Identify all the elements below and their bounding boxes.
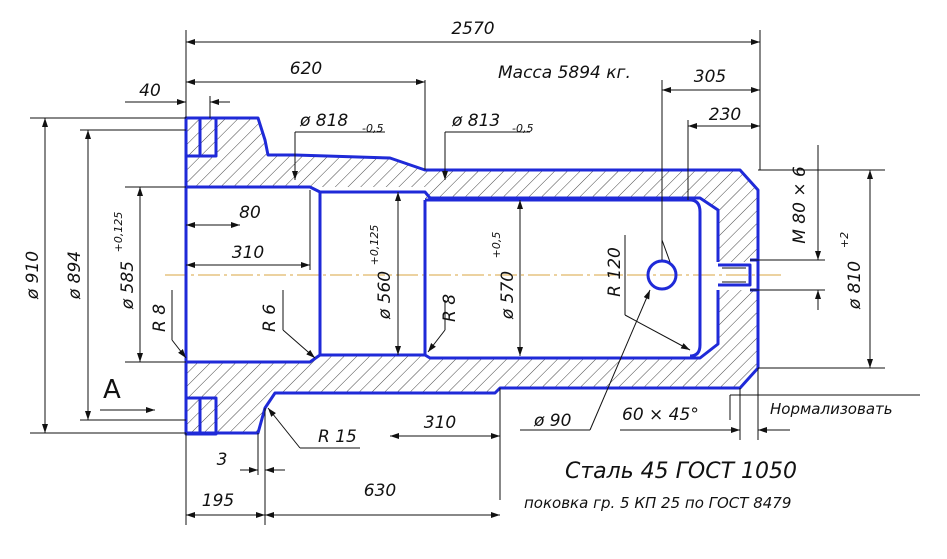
dim-570: ø 570 xyxy=(498,271,518,320)
dim-80: 80 xyxy=(239,203,261,223)
dimension-labels: 2570 620 40 305 230 Масса 5894 кг. ø 818… xyxy=(23,19,893,512)
dim-40: 40 xyxy=(139,81,161,101)
dim-310-bore: 310 xyxy=(232,243,264,263)
dim-305: 305 xyxy=(694,67,726,87)
dim-310-bottom: 310 xyxy=(424,413,456,433)
dim-910: ø 910 xyxy=(23,251,43,300)
dim-570-tol: +0,5 xyxy=(490,232,503,259)
thread-note: M 80 × 6 xyxy=(790,166,810,244)
material-line-2: поковка гр. 5 КП 25 по ГОСТ 8479 xyxy=(524,494,791,512)
radius-8-mid: R 8 xyxy=(440,294,460,322)
mid-bore xyxy=(320,190,720,262)
dim-585: ø 585 xyxy=(118,261,138,310)
dim-dia-90: ø 90 xyxy=(533,411,571,431)
dim-630: 630 xyxy=(364,481,396,501)
part-outline xyxy=(184,116,760,436)
dim-560-tol: +0,125 xyxy=(368,225,381,266)
mass-note: Масса 5894 кг. xyxy=(498,63,631,83)
inner-chamber xyxy=(423,198,702,358)
dim-818-tol: -0,5 xyxy=(362,122,383,135)
dim-894: ø 894 xyxy=(65,251,85,300)
cross-hole xyxy=(646,259,678,291)
dim-810-tol: +2 xyxy=(838,232,851,248)
chamfer-note: 60 × 45° xyxy=(622,405,699,425)
radius-8-left: R 8 xyxy=(150,304,170,332)
dim-2570: 2570 xyxy=(451,19,494,39)
dim-585-tol: +0,125 xyxy=(112,212,125,253)
upper-wall-hatch xyxy=(186,118,758,262)
lower-wall-hatch xyxy=(186,290,758,433)
dim-230: 230 xyxy=(709,105,741,125)
dimension-lines xyxy=(30,30,920,525)
radius-120: R 120 xyxy=(605,247,625,297)
treatment-note: Нормализовать xyxy=(770,400,893,418)
left-bore xyxy=(186,185,322,364)
dim-620: 620 xyxy=(290,59,322,79)
radius-15: R 15 xyxy=(318,427,357,447)
dim-195: 195 xyxy=(202,491,234,511)
dim-3: 3 xyxy=(217,450,228,470)
radius-6: R 6 xyxy=(260,304,280,332)
dim-818: ø 818 xyxy=(299,111,348,131)
mid-bore-lower xyxy=(320,290,720,360)
material-line-1: Сталь 45 ГОСТ 1050 xyxy=(565,459,797,484)
section-hatching xyxy=(186,118,758,433)
section-mark-a: A xyxy=(103,375,121,405)
dim-560: ø 560 xyxy=(375,271,395,320)
dim-813-tol: -0,5 xyxy=(512,122,533,135)
dim-813: ø 813 xyxy=(451,111,500,131)
dim-810: ø 810 xyxy=(845,261,865,310)
